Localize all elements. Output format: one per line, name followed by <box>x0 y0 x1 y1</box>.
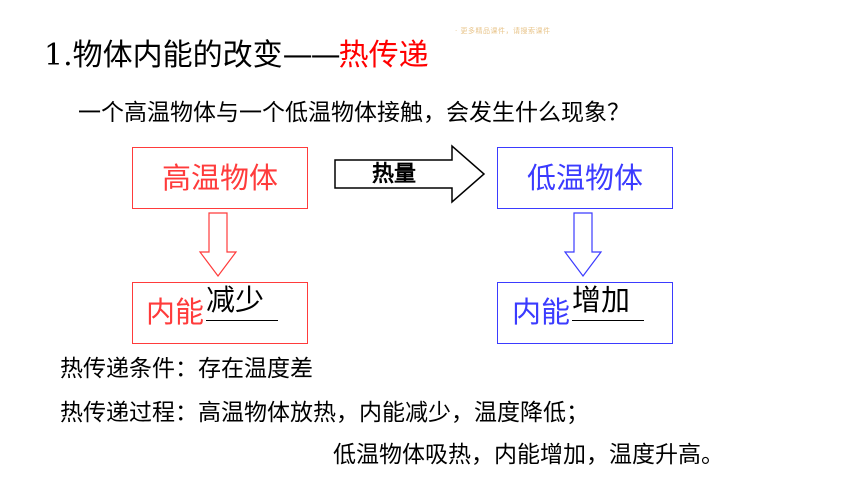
watermark-text: · 更多精品课件，请搜索课件 <box>455 27 551 35</box>
heat-label: 热量 <box>372 162 417 187</box>
hot-down-arrow <box>198 212 238 277</box>
slide-title: 1.物体内能的改变——热传递 <box>44 34 429 78</box>
heat-flow-arrow <box>334 144 486 204</box>
hot-object-label: 高温物体 <box>161 161 278 195</box>
cold-energy-prefix: 内能 <box>512 295 571 329</box>
cold-energy-line: 内能增加 <box>512 283 645 337</box>
cold-energy-change: 增加 <box>572 275 645 325</box>
question-text: 一个高温物体与一个低温物体接触，会发生什么现象？ <box>78 100 630 126</box>
cold-energy-box <box>497 282 673 344</box>
hot-energy-line: 内能减少 <box>146 283 279 337</box>
hot-energy-box <box>132 282 308 344</box>
process-line-2: 低温物体吸热，内能增加，温度升高。 <box>333 442 724 468</box>
hot-object-box: 高温物体 <box>132 147 308 209</box>
title-dash: —— <box>282 38 341 73</box>
title-topic: 热传递 <box>338 38 429 73</box>
condition-text: 热传递条件：存在温度差 <box>60 356 313 382</box>
title-number: 1. <box>44 38 73 73</box>
process-line-1: 热传递过程：高温物体放热，内能减少，温度降低； <box>60 400 589 426</box>
hot-energy-prefix: 内能 <box>146 295 205 329</box>
title-text: 物体内能的改变 <box>72 38 283 73</box>
cold-object-box: 低温物体 <box>497 147 673 209</box>
hot-energy-change: 减少 <box>206 275 279 325</box>
cold-object-label: 低温物体 <box>526 161 643 195</box>
cold-down-arrow <box>563 212 603 277</box>
